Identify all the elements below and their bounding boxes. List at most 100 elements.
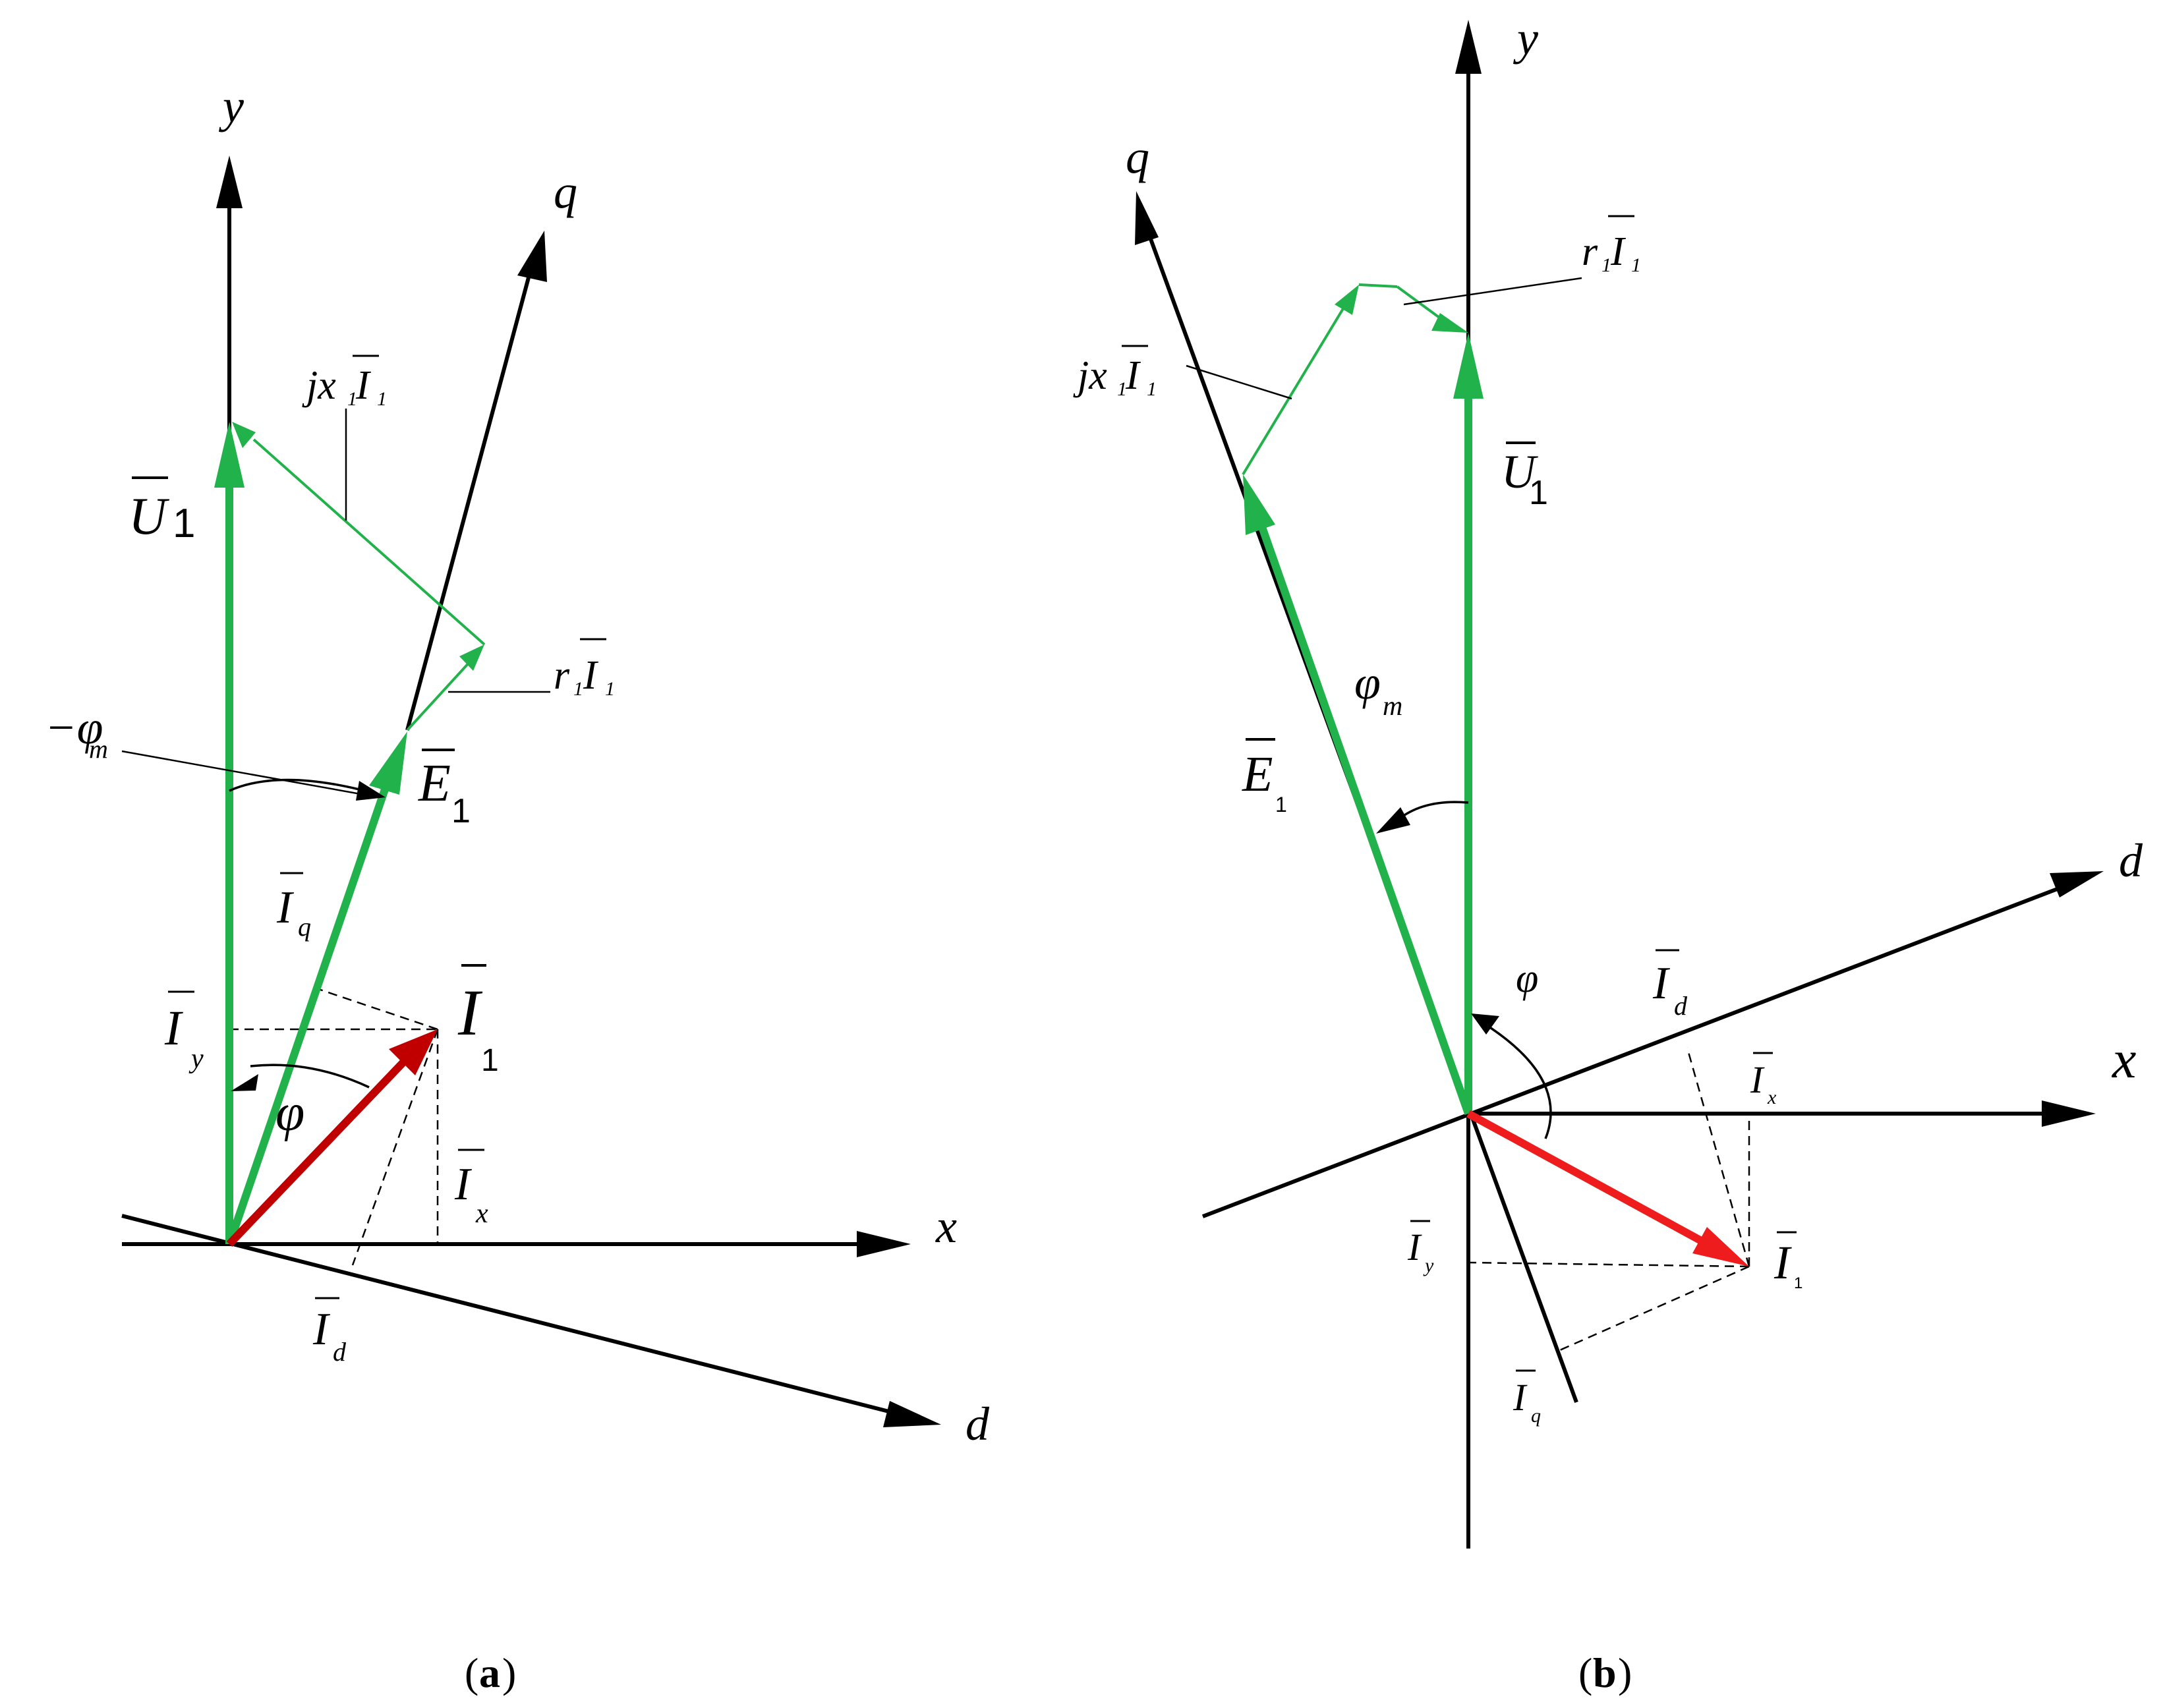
svg-text:x: x — [475, 1199, 488, 1229]
svg-text:): ) — [502, 1649, 516, 1696]
svg-text:m: m — [1383, 691, 1402, 722]
panel-b-i1-vector — [1466, 1110, 1749, 1267]
panel-a-id-label: I d — [312, 1297, 347, 1367]
panel-a-e1-vector — [225, 731, 407, 1245]
panel-a-iq-label: I q — [276, 872, 311, 942]
panel-a-q-axis — [405, 231, 547, 731]
svg-text:I: I — [1407, 1226, 1422, 1268]
panel-a-i1-label: I 1 — [457, 964, 499, 1078]
panel-b-iq-label: I q — [1513, 1369, 1541, 1427]
svg-text:I: I — [312, 1304, 331, 1355]
svg-text:I: I — [1652, 958, 1671, 1009]
panel-b-e1-vector — [1243, 474, 1472, 1115]
svg-text:b: b — [1593, 1649, 1617, 1696]
svg-text:1: 1 — [605, 678, 615, 700]
svg-text:U: U — [1501, 445, 1538, 498]
panel-b — [1135, 20, 2104, 1549]
svg-text:1: 1 — [1147, 378, 1157, 400]
panel-a-i1-vector — [226, 1029, 438, 1247]
panel-a-projection-lines — [229, 987, 439, 1266]
svg-text:1: 1 — [1275, 793, 1287, 816]
svg-text:y: y — [1423, 1255, 1434, 1276]
panel-a-phi-label: φ — [275, 1084, 304, 1142]
panel-a-e1-label: E 1 — [418, 749, 471, 830]
svg-text:1: 1 — [481, 1043, 499, 1078]
svg-text:1: 1 — [173, 501, 195, 546]
svg-text:r: r — [1582, 229, 1598, 274]
panel-a-iy-label: I y — [164, 990, 204, 1074]
svg-text:E: E — [418, 754, 451, 812]
panel-b-phi-label: φ — [1516, 956, 1538, 1001]
panel-b-leader-lines — [1186, 277, 1582, 400]
svg-text:I: I — [454, 1159, 473, 1210]
svg-text:I: I — [457, 976, 483, 1049]
panel-a-q-label: q — [554, 165, 577, 218]
panel-b-iy-label: I y — [1407, 1220, 1434, 1276]
panel-b-x-axis — [1468, 1100, 2096, 1127]
svg-text:jx: jx — [302, 363, 336, 408]
svg-text:q: q — [1531, 1405, 1541, 1427]
svg-text:1: 1 — [451, 792, 471, 830]
svg-text:d: d — [1674, 991, 1688, 1021]
svg-text:I: I — [164, 1001, 183, 1056]
svg-text:I: I — [1125, 353, 1141, 398]
panel-b-i1-label: I 1 — [1774, 1231, 1802, 1292]
panel-b-r1i1-vector — [1396, 285, 1468, 333]
panel-a-x-axis — [122, 1231, 911, 1257]
panel-a-jx1i1-label: jx 1 I 1 — [302, 355, 387, 410]
svg-text:φ: φ — [1354, 656, 1381, 709]
svg-text:1: 1 — [377, 388, 387, 410]
svg-text:jx: jx — [1073, 353, 1107, 398]
panel-b-r1i1-label: r 1 I 1 — [1582, 215, 1641, 276]
panel-a-r1i1-label: r 1 I 1 — [554, 638, 615, 700]
panel-a — [121, 156, 941, 1427]
panel-b-ix-label: I x — [1750, 1052, 1777, 1108]
panel-a-d-axis — [121, 1214, 941, 1427]
svg-text:1: 1 — [1529, 474, 1548, 512]
panel-a-x-label: x — [935, 1200, 957, 1253]
svg-text:I: I — [355, 363, 372, 408]
svg-text:1: 1 — [1631, 254, 1641, 276]
panel-b-d-label: d — [2119, 834, 2143, 887]
panel-a-y-label: y — [218, 80, 244, 132]
panel-b-e1-label: E 1 — [1242, 738, 1287, 816]
svg-text:I: I — [1750, 1058, 1765, 1101]
panel-a-jx1i1-vector — [232, 422, 486, 646]
panel-b-jx1i1-label: jx 1 I 1 — [1073, 345, 1157, 400]
panel-b-phim-label: φ m — [1354, 656, 1402, 722]
panel-b-u1-vector — [1453, 333, 1484, 1114]
svg-text:r: r — [554, 653, 570, 698]
panel-a-r1i1-vector — [406, 644, 484, 731]
panel-b-q-label: q — [1126, 130, 1149, 183]
svg-text:I: I — [1610, 229, 1627, 274]
svg-text:x: x — [1767, 1087, 1777, 1108]
svg-text:I: I — [1774, 1236, 1792, 1289]
panel-b-projection-lines — [1468, 1047, 1750, 1353]
svg-text:d: d — [333, 1337, 347, 1367]
panel-a-d-label: d — [966, 1398, 990, 1450]
svg-text:): ) — [1618, 1649, 1632, 1696]
svg-text:y: y — [188, 1044, 204, 1074]
svg-text:1: 1 — [573, 678, 583, 700]
panel-a-u1-vector — [214, 422, 245, 1244]
svg-text:(: ( — [1578, 1649, 1592, 1696]
svg-text:1: 1 — [1794, 1274, 1802, 1292]
svg-text:I: I — [276, 882, 295, 933]
panel-a-ix-label: I x — [454, 1149, 488, 1229]
svg-text:a: a — [479, 1649, 500, 1696]
panel-b-y-label: y — [1513, 12, 1538, 65]
svg-text:E: E — [1242, 747, 1273, 802]
panel-b-r1i1-link — [1358, 283, 1398, 288]
svg-text:U: U — [129, 488, 170, 546]
panel-b-phim-arc — [1376, 801, 1469, 834]
panel-a-phim-label: −φ m — [45, 701, 108, 764]
panel-b-d-axis — [1201, 871, 2104, 1218]
panel-a-caption: ( a ) — [465, 1649, 516, 1696]
panel-b-jx1i1-vector — [1242, 285, 1359, 476]
svg-text:I: I — [583, 653, 599, 698]
svg-text:q: q — [298, 912, 311, 942]
panel-b-caption: ( b ) — [1578, 1649, 1632, 1696]
panel-a-phi-arc — [231, 1064, 370, 1091]
